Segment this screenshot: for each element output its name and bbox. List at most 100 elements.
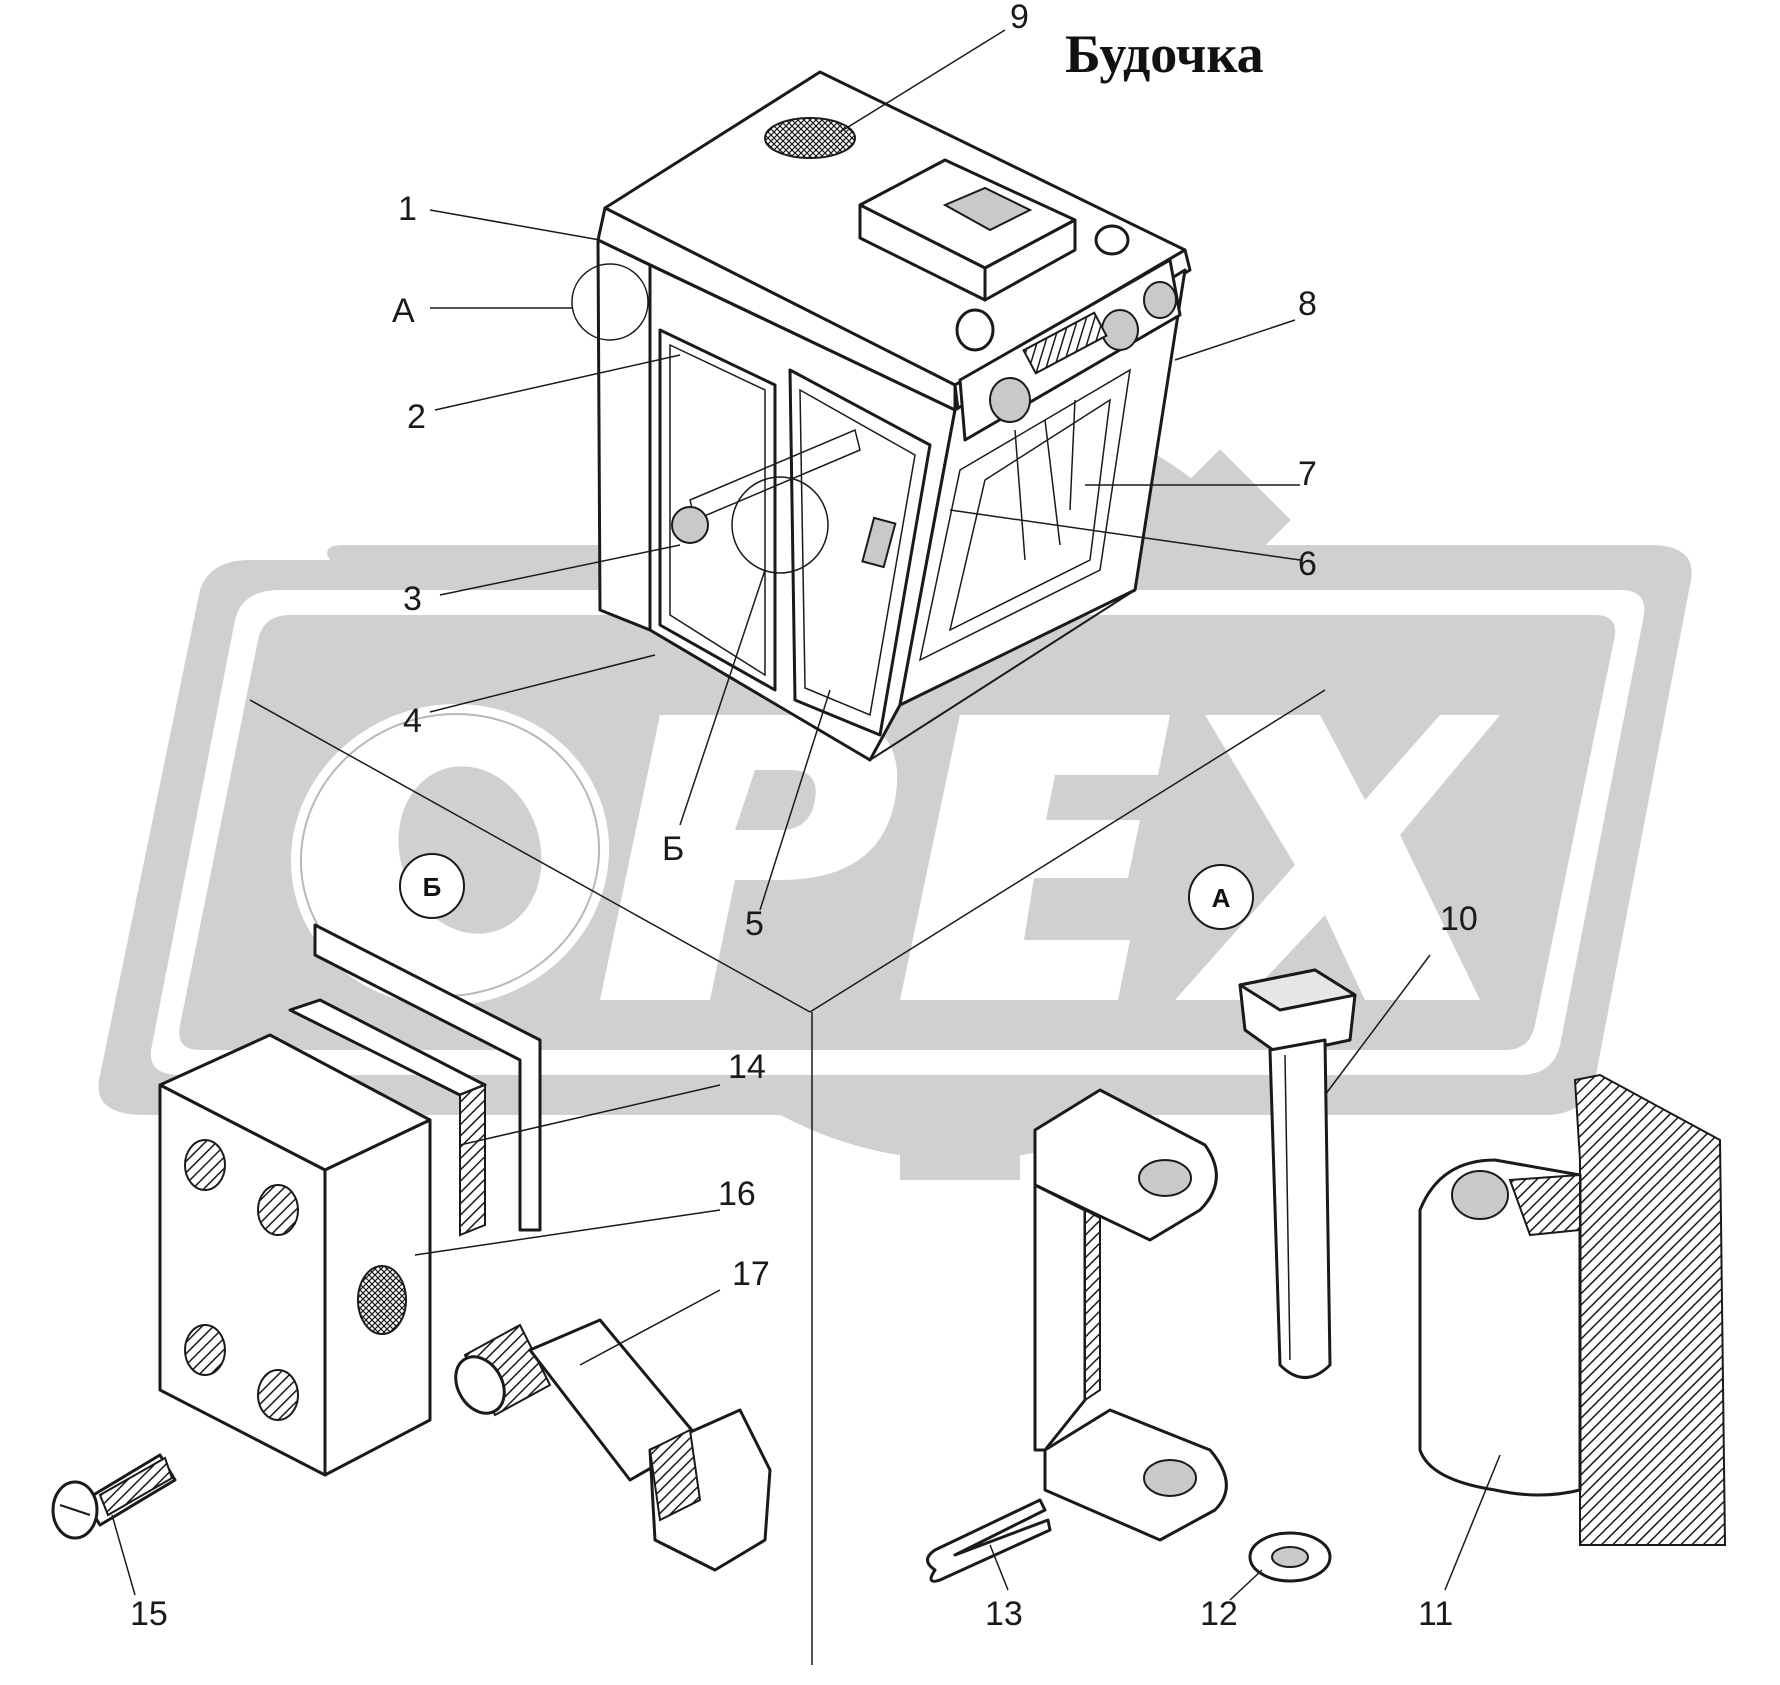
leader-4: [429, 654, 656, 713]
block-hole-side: [357, 1265, 407, 1335]
bracket-spine-shade: [1084, 1208, 1101, 1402]
leader-b: [679, 569, 766, 826]
interior-fitting: [671, 506, 709, 544]
rear-pipe-c: [1069, 399, 1076, 511]
roof-lamp: [955, 308, 995, 352]
view-split-lines: [249, 689, 1326, 1665]
leader-10: [1324, 954, 1431, 1096]
diagram-title: Будочка: [1065, 24, 1264, 84]
block-hole-3: [184, 1324, 226, 1376]
leader-9: [839, 29, 1006, 133]
leaders-cab: [429, 29, 1301, 911]
cotter-pin: [926, 1498, 1052, 1583]
leader-6: [949, 509, 1301, 561]
bolt-shank-shade: [1284, 1054, 1291, 1361]
rear-light-right: [1143, 281, 1177, 319]
block-hole-1: [184, 1139, 226, 1191]
callout-17: 17: [732, 1255, 770, 1293]
cab-left-wall: [596, 238, 652, 632]
roof-knob: [1094, 224, 1130, 256]
detail-circle-a: [571, 263, 649, 341]
callout-9: 9: [1010, 0, 1029, 36]
rear-light-left: [989, 377, 1031, 423]
detail-b-parts: [51, 923, 772, 1572]
leader-15: [111, 1514, 136, 1596]
bracket-bottom-arm: [1043, 1408, 1228, 1542]
leader-8: [1174, 319, 1296, 361]
leader-16: [414, 1209, 721, 1256]
callout-13: 13: [985, 1595, 1023, 1633]
view-marker-a: [1188, 864, 1254, 930]
split-left: [249, 699, 811, 1013]
callout-10: 10: [1440, 900, 1478, 938]
watermark: [98, 380, 1692, 1180]
callout-5: 5: [745, 905, 764, 943]
leader-17: [579, 1289, 721, 1366]
rear-pipe-b: [1044, 419, 1061, 546]
bolt-head-top: [1238, 968, 1357, 1012]
split-right: [809, 689, 1326, 1013]
bracket-spine: [1033, 1183, 1087, 1452]
callout-4: 4: [403, 702, 422, 740]
leader-3: [439, 544, 681, 596]
cab-front-window-inner: [669, 343, 766, 677]
leader-1: [429, 209, 601, 241]
callout-a: А: [392, 292, 415, 330]
callout-14: 14: [728, 1048, 766, 1086]
cab-door-inner: [799, 388, 916, 717]
callout-numbers: 9 1 А 2 3 4 Б 5 6 7 8 10 14 16 17 15 13 …: [130, 0, 1478, 1633]
fitting-hex-face: [648, 1428, 702, 1522]
bracket-top-hole: [1138, 1159, 1192, 1197]
bolt-shank: [1268, 1038, 1332, 1379]
leaders-detail-b: [111, 1084, 721, 1596]
door-handle: [861, 516, 897, 569]
view-marker-b-text: Б: [423, 872, 442, 902]
seal-strip-back: [313, 923, 542, 1232]
seal-strip-face: [459, 1083, 486, 1237]
cab-bottom-edge: [599, 589, 1136, 762]
leader-13: [989, 1544, 1009, 1591]
rear-pipe-a: [1014, 429, 1026, 561]
hinge-knuckle: [1418, 1158, 1582, 1497]
block-hole-2: [257, 1184, 299, 1236]
hinge-knuckle-hole: [1451, 1170, 1509, 1220]
screw-slot: [59, 1504, 91, 1516]
watermark-letters: [290, 704, 1500, 1006]
block-hole-4: [257, 1369, 299, 1421]
leaders-detail-a: [989, 954, 1501, 1601]
hinge-knuckle-shade: [1508, 1173, 1581, 1237]
callout-6: 6: [1298, 545, 1317, 583]
callout-12: 12: [1200, 1595, 1238, 1633]
callout-1: 1: [398, 190, 417, 228]
rear-light-mid: [1101, 309, 1139, 351]
view-marker-a-text: А: [1212, 883, 1231, 913]
leader-12: [1229, 1569, 1263, 1601]
callout-3: 3: [403, 580, 422, 618]
view-marker-b: [399, 853, 465, 919]
roof-box-side: [983, 218, 1077, 302]
fitting-end-cap: [454, 1355, 506, 1415]
callout-16: 16: [718, 1175, 756, 1213]
rear-grille: [1022, 311, 1108, 375]
cab-door: [788, 368, 932, 737]
washer-inner: [1271, 1546, 1309, 1568]
callout-8: 8: [1298, 285, 1317, 323]
callout-11: 11: [1418, 1595, 1453, 1633]
bracket-bottom-hole: [1143, 1459, 1197, 1497]
leader-5: [759, 689, 831, 911]
leader-14: [459, 1084, 721, 1146]
callout-15: 15: [130, 1595, 168, 1633]
bracket-top-arm: [1033, 1088, 1218, 1242]
detail-a-parts: [926, 968, 1727, 1583]
callout-b: Б: [662, 830, 684, 868]
watermark-ring: [299, 713, 601, 997]
roof-vent-mesh: [764, 117, 856, 159]
callout-7: 7: [1298, 455, 1317, 493]
screw-thread: [98, 1456, 174, 1517]
cab-right-window: [918, 368, 1131, 662]
cab-rear-window: [948, 398, 1111, 632]
callout-2: 2: [407, 398, 426, 436]
roof-box-lid: [942, 186, 1033, 232]
leader-2: [434, 354, 681, 411]
